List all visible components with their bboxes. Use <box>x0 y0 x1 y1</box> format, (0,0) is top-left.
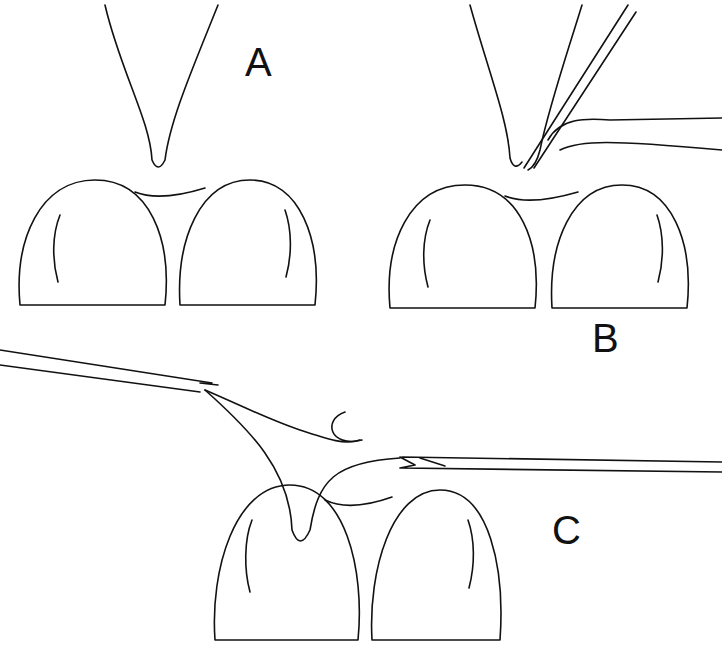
panel-letter: A <box>245 42 272 82</box>
papilla <box>105 5 218 167</box>
tooth <box>19 180 166 305</box>
instrument-handle <box>548 118 722 140</box>
panel-letter: B <box>592 318 619 358</box>
forceps-jaw <box>420 458 445 466</box>
panel-letter: C <box>552 510 581 550</box>
tooth-mark <box>285 210 290 277</box>
tooth-mark <box>424 220 430 287</box>
gum-line <box>135 188 205 196</box>
instrument-handle <box>560 143 722 151</box>
gum-line <box>325 497 392 505</box>
panel-a <box>19 5 316 305</box>
tissue-flap <box>332 412 362 441</box>
papilla <box>470 5 522 166</box>
tooth <box>552 185 689 308</box>
gum-line <box>505 192 578 200</box>
tooth <box>180 180 317 305</box>
forceps <box>0 350 218 392</box>
tooth <box>372 490 501 640</box>
forceps <box>400 457 722 472</box>
panel-c <box>0 350 722 640</box>
tooth-mark <box>246 520 252 592</box>
papilla <box>205 390 400 541</box>
tooth-mark <box>54 215 60 282</box>
tooth <box>214 485 359 640</box>
tooth-mark <box>657 215 662 282</box>
panel-b <box>389 5 722 308</box>
tooth-mark <box>468 520 473 588</box>
tooth <box>389 185 536 308</box>
